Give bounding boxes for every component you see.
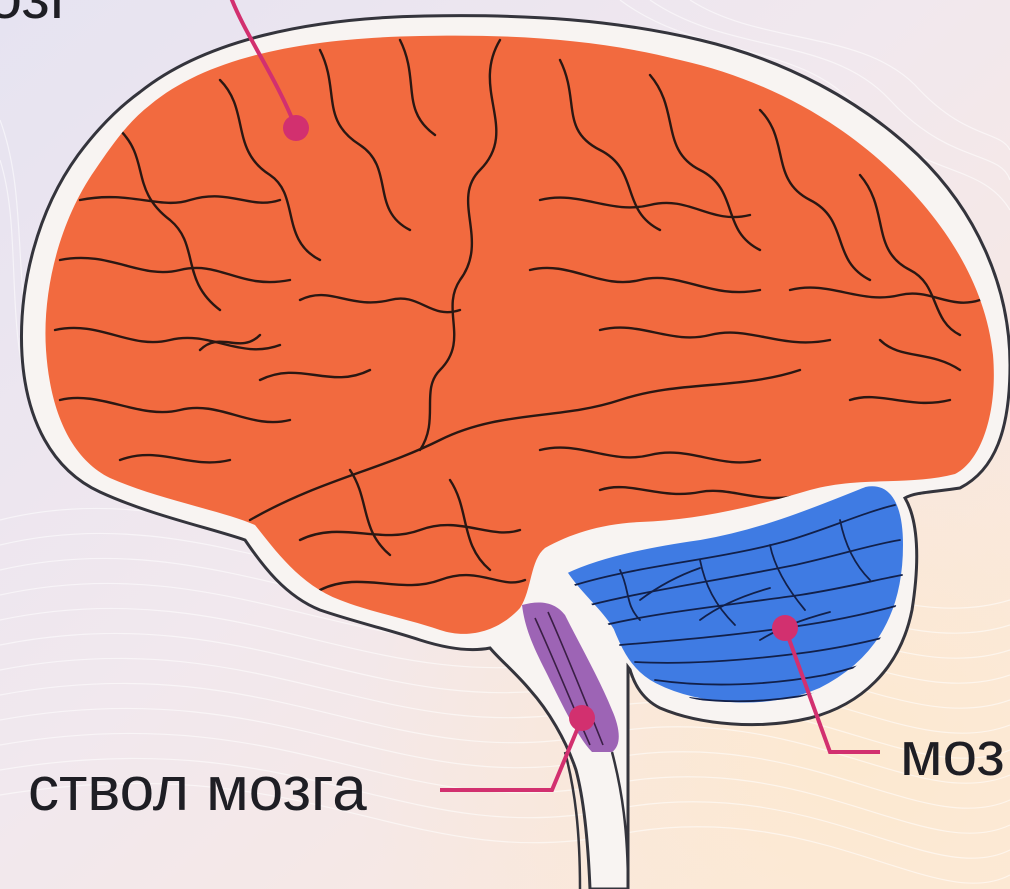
label-cerebellum-partial: моз <box>900 720 1005 789</box>
label-brainstem: ствол мозга <box>28 755 367 824</box>
label-top-partial: мозг <box>0 0 72 32</box>
